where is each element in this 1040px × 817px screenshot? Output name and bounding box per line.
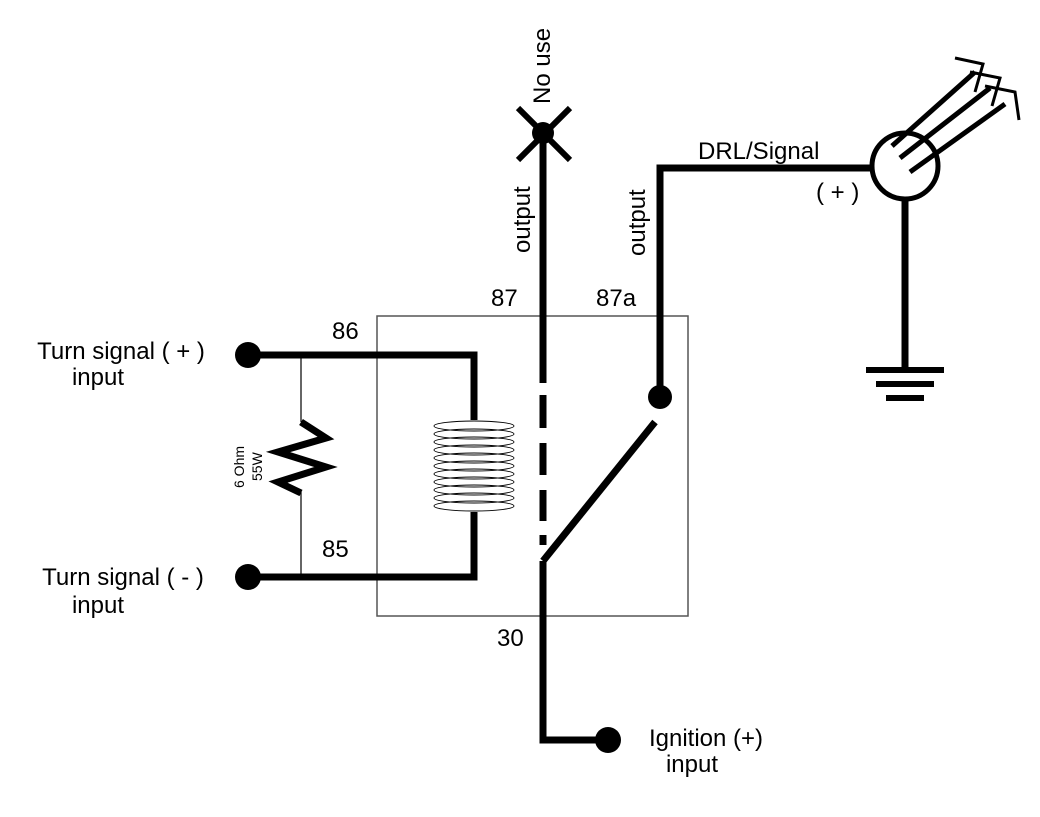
resistor-power-label: 55W [249, 452, 265, 481]
terminal-30-dot [595, 727, 621, 753]
no-use-label: No use [529, 27, 556, 104]
resistor-icon [265, 419, 338, 497]
terminal-86-dot [235, 342, 261, 368]
wire-30 [539, 561, 607, 744]
wire-87a [656, 164, 872, 397]
lamp-polarity-label: ( + ) [816, 179, 860, 206]
turn-signal-minus-label: Turn signal ( - ) [42, 564, 204, 591]
ground-icon [866, 367, 944, 401]
ignition-sublabel: input [665, 751, 719, 778]
turn-signal-plus-sublabel: input [71, 364, 125, 391]
relay-box [376, 315, 689, 617]
output-87a-label: output [624, 189, 651, 256]
turn-signal-plus-label: Turn signal ( + ) [37, 338, 205, 365]
resistor-value-label: 6 Ohm [231, 445, 247, 488]
relay-coil-icon [433, 420, 515, 512]
pin-86-label: 86 [332, 318, 359, 345]
lamp-icon [869, 56, 1021, 368]
output-87-label: output [509, 186, 536, 253]
drl-signal-label: DRL/Signal [698, 138, 820, 165]
terminal-87-dot [532, 122, 554, 144]
terminal-85-dot [235, 564, 261, 590]
ignition-label: Ignition (+) [648, 725, 764, 752]
switch-contact-icon [540, 419, 658, 564]
wire-85 [248, 512, 478, 581]
wire-86 [248, 351, 478, 420]
turn-signal-minus-sublabel: input [71, 592, 125, 619]
pin-87a-label: 87a [596, 285, 637, 312]
pin-30-label: 30 [497, 625, 524, 652]
pin-87-label: 87 [491, 285, 518, 312]
pin-85-label: 85 [322, 536, 349, 563]
